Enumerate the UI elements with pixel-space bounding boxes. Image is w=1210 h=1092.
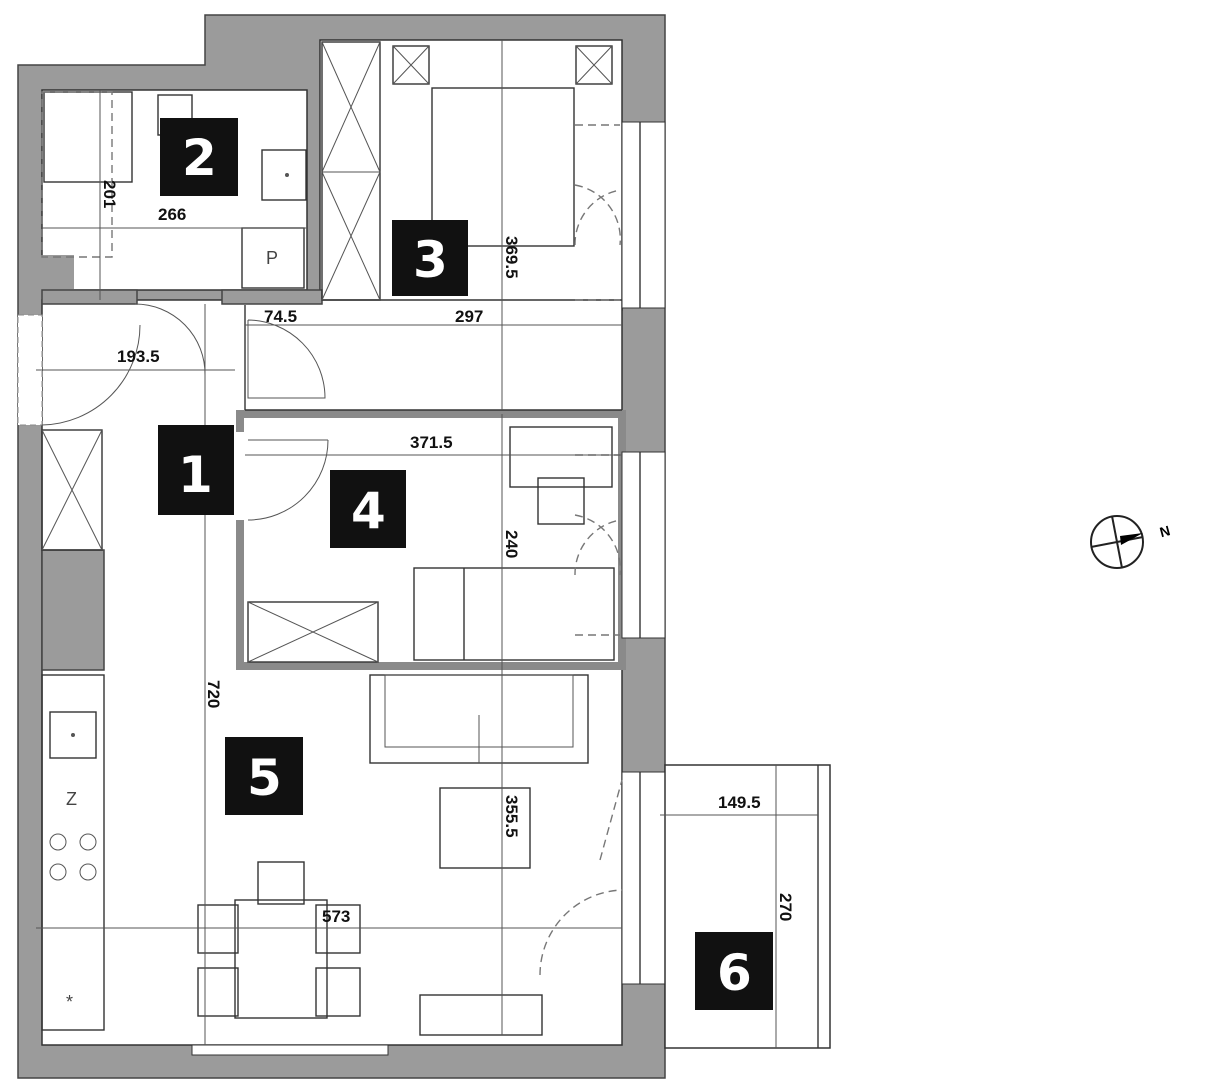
double-bed (431, 87, 575, 247)
extractor-label: * (66, 992, 73, 1012)
room-4-door-gap (234, 432, 248, 520)
room-badge-1: 1 (158, 425, 234, 515)
sink (261, 149, 307, 201)
bath-notch (19, 255, 74, 295)
washer-label: P (266, 248, 278, 268)
dimension-lines (36, 40, 818, 1048)
dim-bath-width: 266 (158, 205, 186, 224)
stove-icon (49, 833, 97, 881)
room-badge-3: 3 (392, 220, 468, 296)
dim-hall-width: 193.5 (117, 347, 160, 366)
wardrobe-entrance (41, 429, 103, 551)
dim-hall-length: 720 (204, 680, 223, 708)
single-bed (413, 567, 615, 661)
dim-room4-depth: 240 (502, 530, 521, 558)
room-badge-2: 2 (160, 118, 238, 196)
svg-text:6: 6 (717, 944, 752, 1002)
door-room-4 (247, 439, 329, 521)
door-balcony-swing (539, 779, 623, 976)
dim-living-depth: 355.5 (502, 795, 521, 838)
dim-room4-width: 371.5 (410, 433, 453, 452)
wardrobe-hall (321, 41, 381, 301)
sofa (369, 674, 589, 764)
desk (509, 426, 613, 488)
wardrobe-room-4 (247, 601, 379, 663)
dim-corridor-small: 74.5 (264, 307, 297, 326)
kitchen-pillar (41, 549, 105, 671)
dim-balcony-width: 149.5 (718, 793, 761, 812)
room-4-bedroom (236, 410, 626, 670)
kitchen-sink (49, 711, 97, 759)
room-badge-4: 4 (330, 470, 406, 548)
room-badge-6: 6 (695, 932, 773, 1010)
window-room-4 (621, 451, 666, 639)
compass-icon: N (1090, 515, 1172, 569)
svg-text:3: 3 (413, 231, 448, 289)
sink-drain (285, 173, 289, 177)
dim-bath-depth: 201 (100, 180, 119, 208)
svg-text:1: 1 (178, 446, 213, 504)
coffee-table (439, 787, 531, 869)
door-entrance (41, 324, 141, 426)
dim-room3-depth: 369.5 (502, 236, 521, 279)
dim-room3-width: 297 (455, 307, 483, 326)
tv-stand (419, 994, 543, 1036)
svg-text:2: 2 (182, 129, 217, 187)
kitchen-counter (41, 674, 105, 1031)
compass-north-label: N (1158, 522, 1172, 540)
balcony-door (621, 771, 666, 985)
window-living-bottom (191, 1044, 389, 1056)
desk-chair (537, 477, 585, 525)
dining-set (197, 861, 361, 1019)
window-room-3 (621, 121, 666, 309)
dim-balcony-depth: 270 (776, 893, 795, 921)
partition-bath-hall-2 (221, 289, 323, 305)
svg-text:4: 4 (351, 482, 386, 540)
room-badge-5: 5 (225, 737, 303, 815)
fridge-label: Z (66, 789, 77, 809)
room-3-bedroom (319, 39, 623, 311)
door-room-3 (247, 319, 326, 399)
svg-text:5: 5 (247, 749, 282, 807)
partition-bath-hall (41, 289, 138, 305)
dim-living-width: 573 (322, 907, 350, 926)
kitchen-drain (71, 733, 75, 737)
nightstands (392, 45, 613, 85)
